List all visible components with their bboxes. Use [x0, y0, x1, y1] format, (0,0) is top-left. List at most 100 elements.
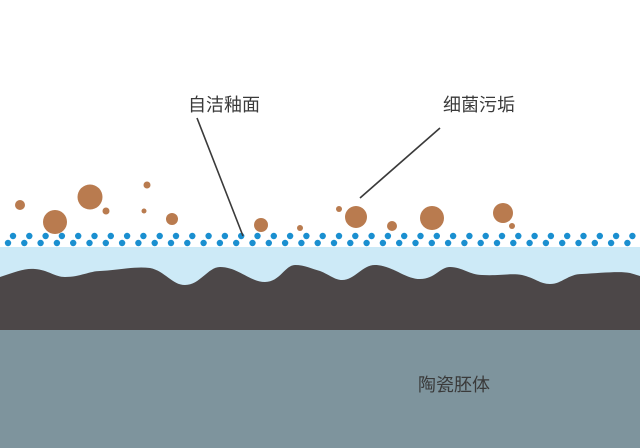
particle-dot — [596, 232, 603, 240]
particle-dot — [547, 232, 555, 240]
particle-dot — [417, 232, 424, 240]
particle-dot — [531, 232, 538, 240]
particle-dot — [140, 232, 147, 240]
glaze-pointer-line — [196, 117, 244, 237]
particle-dot — [26, 232, 33, 240]
particle-dot — [396, 239, 403, 247]
particle-dot — [449, 232, 457, 240]
particle-dot — [135, 239, 142, 247]
particle-dot — [526, 239, 533, 247]
dirt-particle — [297, 225, 303, 231]
particle-dot — [401, 232, 408, 240]
particle-dot — [515, 232, 522, 240]
particle-dot — [42, 232, 49, 240]
particle-dot — [156, 232, 163, 240]
particle-dot — [591, 239, 598, 247]
particle-dot — [75, 232, 82, 240]
particle-dot — [123, 232, 131, 240]
particle-dot — [384, 232, 392, 240]
particle-dot — [433, 232, 440, 240]
particle-dot — [314, 239, 321, 247]
self-cleaning-particles — [4, 232, 636, 247]
particle-dot — [254, 232, 261, 240]
glaze-label: 自洁釉面 — [188, 95, 260, 116]
dirt-particle — [420, 206, 444, 230]
particle-dot — [607, 239, 615, 247]
particle-dot — [91, 232, 98, 240]
particle-dot — [102, 239, 110, 247]
particle-dot — [118, 239, 126, 247]
particle-dot — [466, 232, 473, 240]
dirt-particle — [102, 207, 110, 215]
particle-dot — [184, 239, 191, 247]
particle-dot — [221, 232, 229, 240]
particle-dot — [335, 232, 343, 240]
particle-dot — [629, 232, 636, 240]
particle-dot — [493, 239, 501, 247]
dirt-particle — [509, 223, 515, 229]
particle-dot — [249, 239, 256, 247]
particle-dot — [270, 232, 277, 240]
particle-dot — [200, 239, 207, 247]
particle-dot — [265, 239, 272, 247]
particle-dot — [233, 239, 240, 247]
particle-dot — [4, 239, 12, 247]
ceramic-body-layer — [0, 328, 640, 448]
dirt-particle — [493, 203, 513, 223]
particle-dot — [37, 239, 44, 247]
dirt-particle — [336, 206, 342, 212]
particle-dot — [205, 232, 212, 240]
particle-dot — [542, 239, 550, 247]
particle-dot — [352, 232, 359, 240]
particle-dot — [444, 239, 452, 247]
particle-dot — [330, 239, 338, 247]
dirt-particle — [143, 181, 151, 189]
bacteria-pointer-line — [359, 127, 441, 199]
dirt-particle — [387, 221, 397, 231]
particle-dot — [298, 239, 305, 247]
particle-dot — [238, 232, 245, 240]
particle-dot — [319, 232, 326, 240]
particle-dot — [21, 239, 28, 247]
particle-dot — [70, 239, 77, 247]
particle-dot — [482, 232, 489, 240]
particle-dot — [58, 232, 66, 240]
particle-dot — [172, 232, 180, 240]
particle-dot — [412, 239, 419, 247]
particle-dot — [86, 239, 93, 247]
particle-dot — [575, 239, 582, 247]
particle-dot — [477, 239, 484, 247]
dirt-particle — [43, 210, 67, 234]
particle-dot — [428, 239, 435, 247]
particle-dot — [624, 239, 631, 247]
particle-dot — [510, 239, 517, 247]
particle-dot — [379, 239, 387, 247]
dirt-particle — [141, 208, 147, 214]
particle-dot — [303, 232, 310, 240]
particle-dot — [107, 232, 115, 240]
particle-dot — [286, 232, 294, 240]
particle-dot — [580, 232, 587, 240]
particle-dot — [9, 232, 17, 240]
dirt-particle — [254, 218, 268, 232]
particle-dot — [189, 232, 196, 240]
particle-dot — [498, 232, 506, 240]
dirt-particle — [166, 213, 178, 225]
dirt-particle — [15, 200, 25, 210]
particle-dot — [167, 239, 175, 247]
particle-dot — [363, 239, 370, 247]
particle-dot — [564, 232, 571, 240]
particle-dot — [347, 239, 354, 247]
particle-dot — [612, 232, 620, 240]
particle-dot — [461, 239, 468, 247]
particle-dot — [216, 239, 224, 247]
glaze-layer — [0, 265, 640, 330]
particle-dot — [53, 239, 61, 247]
dirt-particle — [77, 184, 103, 210]
particle-dot — [368, 232, 375, 240]
ceramic-body-label: 陶瓷胚体 — [418, 375, 490, 396]
bacteria-dirt-particles — [15, 181, 515, 234]
particle-dot — [281, 239, 289, 247]
